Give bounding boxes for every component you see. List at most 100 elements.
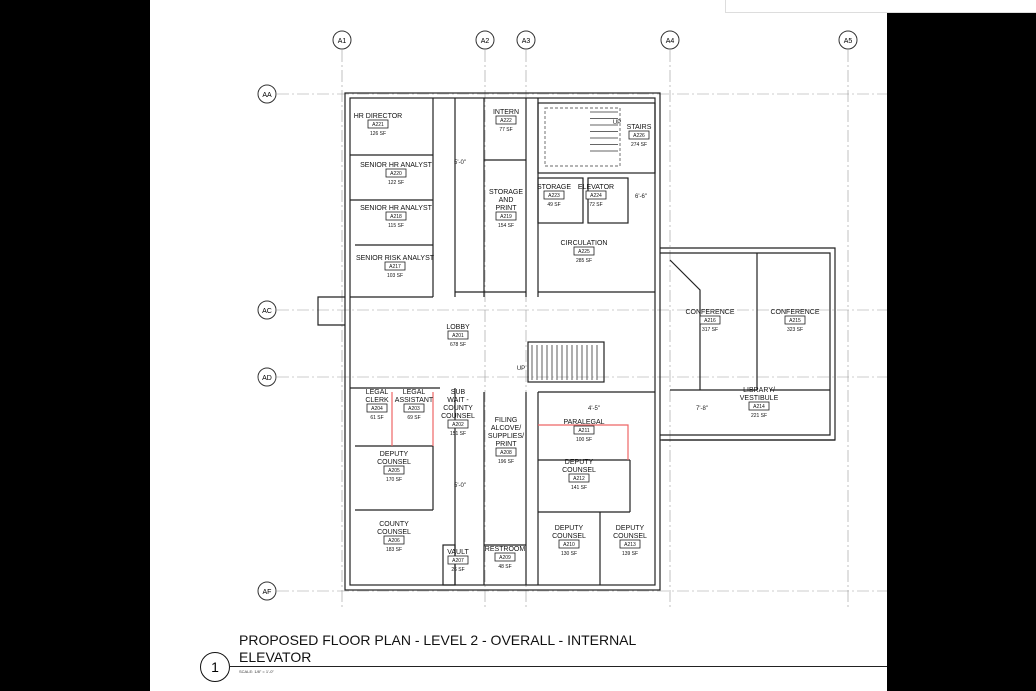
room-number-tag: [494, 552, 516, 562]
room-number-tag: [366, 403, 388, 413]
room-number-tag: [447, 555, 469, 565]
room-area: 122 SF: [388, 180, 404, 186]
room-area: 183 SF: [386, 547, 402, 553]
room-name: LEGAL: [403, 389, 426, 396]
drawing-title-line2: ELEVATOR: [239, 649, 312, 665]
room-area: 678 SF: [450, 342, 466, 348]
room-number-tag: [558, 539, 580, 549]
room-area: 103 SF: [387, 273, 403, 279]
room-number-tag: [585, 190, 607, 200]
room-number-tag: [383, 465, 405, 475]
grid-bubble: [475, 30, 495, 50]
room-number: A214: [753, 404, 765, 410]
room-area: 72 SF: [589, 202, 602, 208]
room-area: 61 SF: [370, 415, 383, 421]
room-name: CLERK: [365, 397, 389, 404]
grid-column-label: A1: [338, 38, 347, 45]
room-name: SUPPLIES/: [488, 433, 524, 440]
room-name: PRINT: [496, 205, 518, 212]
room-name: SENIOR HR ANALYST: [360, 162, 433, 169]
room-number: A213: [624, 542, 636, 548]
room-label: LOBBY A201 678 SF: [446, 324, 470, 348]
dimension-label: 4'-5": [588, 406, 600, 412]
room-number: A215: [789, 318, 801, 324]
room-number-tag: [403, 403, 425, 413]
room-number: A201: [452, 333, 464, 339]
room-name: INTERN: [493, 109, 519, 116]
room-area: 151 SF: [450, 431, 466, 437]
dimension-label: 6'-6": [635, 194, 647, 200]
annotations: 5'-0" 6'-6" 5'-0" 7'-8" 4'-5" UP UP: [454, 120, 708, 489]
grid-bubble: [838, 30, 858, 50]
room-area: 77 SF: [499, 127, 512, 133]
room-name: LOBBY: [446, 324, 470, 331]
grid-row-label: AD: [262, 375, 272, 382]
grid-bubble: [257, 581, 277, 601]
room-number-tag: [543, 190, 565, 200]
room-name: AND: [499, 197, 514, 204]
room-name: SUB: [451, 389, 466, 396]
room-number-tag: [573, 425, 595, 435]
room-name: SENIOR RISK ANALYST: [356, 255, 435, 262]
room-area: 130 SF: [561, 551, 577, 557]
grid-bubble: [257, 84, 277, 104]
room-area: 274 SF: [631, 142, 647, 148]
room-area: 26 SF: [451, 567, 464, 573]
room-number: A225: [578, 249, 590, 255]
room-name: LEGAL: [366, 389, 389, 396]
room-number-tag: [384, 261, 406, 271]
grid-row-label: AC: [262, 308, 272, 315]
room-area: 154 SF: [498, 223, 514, 229]
room-number-tag: [367, 119, 389, 129]
room-area: 196 SF: [498, 459, 514, 465]
sheet-tab: [725, 0, 1036, 13]
room-name: ASSISTANT: [395, 397, 434, 404]
dimension-label: 5'-0": [454, 483, 466, 489]
drawing-scale: SCALE: 1/8" = 1'-0": [239, 669, 274, 674]
room-number: A223: [548, 193, 560, 199]
room-name: STORAGE: [489, 189, 523, 196]
room-name: COUNSEL: [377, 529, 411, 536]
room-number: A224: [590, 193, 602, 199]
stair-up-label: UP: [613, 120, 621, 126]
room-area: 48 SF: [498, 564, 511, 570]
room-area: 126 SF: [370, 131, 386, 137]
drawing-title: PROPOSED FLOOR PLAN - LEVEL 2 - OVERALL …: [239, 632, 636, 666]
room-number: A202: [452, 422, 464, 428]
room-area: 317 SF: [702, 327, 718, 333]
room-number: A203: [408, 406, 420, 412]
room-number: A211: [578, 428, 590, 434]
room-area: 141 SF: [571, 485, 587, 491]
room-number-tag: [699, 315, 721, 325]
room-number-tag: [495, 447, 517, 457]
room-name: COUNSEL: [441, 413, 475, 420]
room-number: A221: [372, 122, 384, 128]
room-number: A219: [500, 214, 512, 220]
room-name: COUNSEL: [562, 467, 596, 474]
grid-row-label: AF: [263, 589, 272, 596]
room-number: A216: [704, 318, 716, 324]
room-name: COUNSEL: [552, 533, 586, 540]
room-label: CONFERENCE A216 317 SF: [685, 309, 734, 333]
room-name: CONFERENCE: [685, 309, 734, 316]
grid-column-label: A5: [844, 38, 853, 45]
room-area: 139 SF: [622, 551, 638, 557]
